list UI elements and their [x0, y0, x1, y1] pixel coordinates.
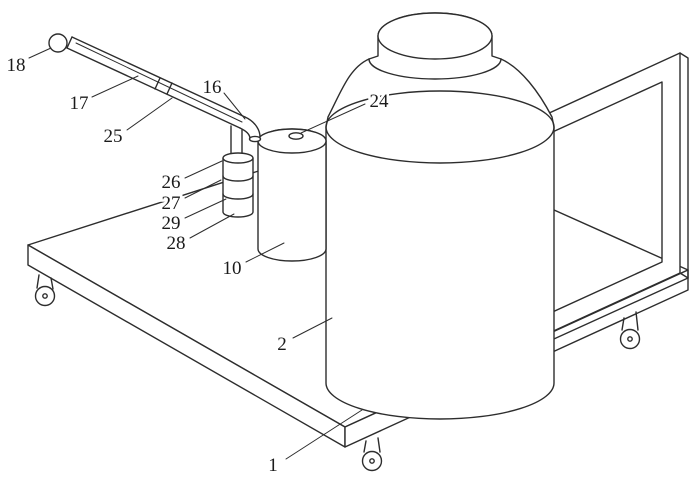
tank-cap-brim: [368, 58, 502, 80]
arm-joint-tick: [166, 82, 173, 95]
arm-top-edge: [71, 36, 246, 118]
caster-fork: [377, 437, 381, 453]
leader-line-26: [184, 160, 223, 179]
leader-line-18: [28, 47, 52, 59]
label-1: 1: [268, 455, 278, 476]
label-27: 27: [162, 193, 181, 214]
ball-end: [48, 33, 68, 53]
inlet-port: [288, 132, 304, 140]
tank-silhouette: [325, 12, 555, 420]
leader-line-1: [285, 409, 363, 460]
caster-front: [361, 437, 383, 472]
drawing-lines: [27, 12, 689, 472]
label-26: 26: [162, 172, 181, 193]
small-cylinder-top: [257, 128, 327, 154]
reference-labels: 18 17 25 16 24 26 27 29 28 10 2 1: [4, 53, 392, 479]
label-2: 2: [277, 334, 287, 355]
leader-line-28: [189, 213, 235, 239]
tank: [325, 12, 555, 420]
small-cylinder: [257, 128, 327, 262]
label-28: 28: [167, 233, 186, 254]
elbow-outer: [244, 116, 261, 138]
tank-rim: [325, 90, 555, 164]
pump-band-lower: [222, 193, 254, 200]
caster-wheel: [361, 450, 383, 472]
label-29: 29: [162, 213, 181, 234]
arm-bottom-edge: [66, 47, 241, 129]
caster-hub: [627, 336, 633, 342]
pump-assembly: [222, 125, 254, 218]
tank-cap-top: [377, 12, 493, 60]
leader-line-2: [292, 317, 333, 339]
label-24: 24: [370, 91, 390, 112]
leader-line-24: [300, 103, 366, 134]
caster-fork: [50, 277, 54, 290]
leader-lines: [28, 47, 366, 460]
caster-fork: [635, 311, 639, 331]
leader-line-16: [223, 92, 246, 120]
leader-line-25: [126, 97, 173, 131]
arm-end-cap: [66, 36, 73, 49]
label-16: 16: [203, 77, 222, 98]
pump-body: [222, 157, 254, 218]
caster-fork: [36, 274, 40, 289]
label-17: 17: [70, 93, 89, 114]
caster-left: [34, 274, 56, 307]
leader-line-10: [245, 242, 285, 263]
caster-fork: [363, 440, 367, 453]
caster-right: [619, 311, 641, 350]
nozzle-tip: [248, 135, 262, 143]
label-10: 10: [223, 258, 242, 279]
arm-joint-tick: [154, 77, 161, 90]
label-25: 25: [104, 126, 123, 147]
pump-top-ring: [222, 152, 254, 164]
caster-wheel: [34, 285, 56, 307]
caster-fork: [621, 317, 625, 331]
label-18: 18: [7, 55, 26, 76]
leader-line-27: [184, 179, 222, 199]
spray-arm: [48, 33, 262, 143]
caster-hub: [42, 293, 48, 299]
handle-frame-depth-edge: [679, 52, 689, 279]
pump-band-upper: [222, 175, 254, 182]
caster-wheel: [619, 328, 641, 350]
leader-line-29: [184, 198, 227, 219]
arm-mid-line: [75, 42, 243, 123]
caster-hub: [369, 458, 375, 464]
leader-line-17: [91, 75, 139, 98]
